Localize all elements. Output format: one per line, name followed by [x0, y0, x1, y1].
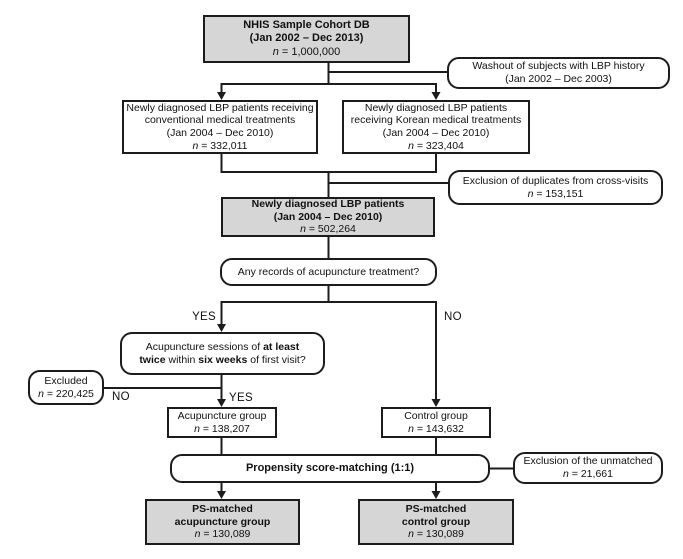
- n-value: = 220,425: [43, 387, 94, 400]
- n-symbol: n: [194, 422, 200, 435]
- acupuncture-group-count: n = 138,207: [194, 423, 250, 436]
- any-records-yes-label: YES: [192, 311, 216, 323]
- n-symbol: n: [194, 528, 201, 541]
- n-symbol: n: [527, 187, 534, 200]
- n-symbol: n: [408, 422, 414, 435]
- sessions-text: Acupuncture sessions of: [145, 340, 264, 353]
- cohort-db-period: (Jan 2002 – Dec 2013): [249, 32, 364, 45]
- sessions-no-label: NO: [112, 391, 130, 403]
- ps-matching-title: Propensity score-matching (1:1): [245, 461, 415, 474]
- any-records-box: Any records of acupuncture treatment?: [220, 258, 437, 286]
- n-value: = 323,404: [413, 139, 464, 152]
- acupuncture-group-title: Acupuncture group: [177, 409, 267, 422]
- duplicate-exclusion-box: Exclusion of duplicates from cross-visit…: [448, 170, 663, 205]
- korean-text-1: Newly diagnosed LBP patients: [364, 101, 508, 114]
- ps-control-title-1: PS-matched: [405, 503, 467, 516]
- arrowhead-into-ps-control: [431, 491, 441, 499]
- n-symbol: n: [408, 139, 414, 152]
- excluded-box: Excluded n = 220,425: [28, 370, 104, 405]
- korean-count: n = 323,404: [408, 140, 464, 153]
- duplicate-exclusion-text: Exclusion of duplicates from cross-visit…: [462, 174, 649, 187]
- n-value: = 138,207: [199, 422, 250, 435]
- n-value: = 130,089: [413, 528, 464, 541]
- ps-matching-box: Propensity score-matching (1:1): [170, 454, 490, 483]
- ps-control-box: PS-matched control group n = 130,089: [358, 499, 514, 545]
- washout-box: Washout of subjects with LBP history (Ja…: [447, 57, 670, 89]
- ps-acupuncture-title-1: PS-matched: [192, 503, 253, 516]
- newly-diagnosed-count: n = 502,264: [300, 223, 356, 236]
- conventional-text-1: Newly diagnosed LBP patients receiving: [126, 101, 314, 114]
- washout-period: (Jan 2002 – Dec 2003): [505, 73, 612, 85]
- control-group-count: n = 143,632: [408, 423, 464, 436]
- duplicate-exclusion-count: n = 153,151: [528, 188, 584, 201]
- korean-box: Newly diagnosed LBP patients receiving K…: [342, 100, 530, 154]
- arrowhead-into-conventional: [217, 92, 226, 100]
- korean-text-2: receiving Korean medical treatments: [350, 114, 522, 127]
- excluded-title: Excluded: [44, 374, 88, 387]
- control-group-box: Control group n = 143,632: [381, 407, 491, 438]
- connector-treatment-merge: [220, 154, 437, 173]
- n-value: = 143,632: [413, 422, 464, 435]
- any-records-no-label: NO: [444, 311, 462, 323]
- sessions-text-bold: at least: [263, 340, 300, 353]
- arrowhead-into-control-group: [431, 399, 441, 407]
- cohort-db-count: n = 1,000,000: [273, 46, 341, 59]
- connector-any-records-branch: [220, 301, 437, 400]
- n-value: = 502,264: [305, 223, 356, 236]
- n-symbol: n: [38, 387, 44, 400]
- ps-control-title-2: control group: [401, 515, 471, 528]
- cohort-db-title: NHIS Sample Cohort DB: [243, 19, 370, 32]
- unmatched-exclusion-box: Exclusion of the unmatched n = 21,661: [513, 452, 663, 484]
- unmatched-exclusion-text: Exclusion of the unmatched: [523, 455, 653, 468]
- sessions-text-bold: six weeks: [198, 353, 248, 366]
- ps-acupuncture-title-2: acupuncture group: [174, 515, 271, 528]
- ps-acupuncture-box: PS-matched acupuncture group n = 130,089: [145, 499, 300, 545]
- n-symbol: n: [300, 223, 306, 236]
- unmatched-exclusion-count: n = 21,661: [563, 468, 613, 481]
- conventional-box: Newly diagnosed LBP patients receiving c…: [122, 100, 318, 154]
- any-records-question: Any records of acupuncture treatment?: [237, 265, 420, 278]
- control-group-title: Control group: [404, 409, 468, 422]
- ps-control-count: n = 130,089: [408, 528, 464, 541]
- arrowhead-into-sessions: [217, 324, 226, 332]
- n-value: = 1,000,000: [278, 45, 341, 58]
- connector-cohort-split: [220, 83, 437, 93]
- n-symbol: n: [563, 468, 569, 480]
- conventional-text-2: conventional medical treatments: [144, 114, 296, 127]
- arrowhead-into-ps-acupuncture: [217, 491, 226, 499]
- n-symbol: n: [408, 528, 414, 541]
- arrowhead-into-acupuncture-group: [217, 399, 226, 407]
- n-value: = 21,661: [568, 468, 613, 480]
- sessions-text: within: [165, 353, 199, 366]
- sessions-yes-label: YES: [229, 392, 253, 404]
- n-value: = 130,089: [200, 528, 251, 541]
- n-value: = 153,151: [533, 187, 584, 200]
- ps-acupuncture-count: n = 130,089: [195, 528, 251, 541]
- sessions-box: Acupuncture sessions of at least twice w…: [120, 332, 325, 375]
- n-symbol: n: [192, 139, 199, 152]
- newly-diagnosed-box: Newly diagnosed LBP patients (Jan 2004 –…: [221, 197, 435, 237]
- conventional-period: (Jan 2004 – Dec 2010): [166, 127, 274, 139]
- arrowhead-into-korean: [431, 92, 441, 100]
- acupuncture-group-box: Acupuncture group n = 138,207: [167, 407, 277, 438]
- washout-text: Washout of subjects with LBP history: [472, 60, 645, 73]
- newly-diagnosed-title: Newly diagnosed LBP patients: [251, 198, 405, 211]
- cohort-db-box: NHIS Sample Cohort DB (Jan 2002 – Dec 20…: [203, 15, 410, 63]
- excluded-count: n = 220,425: [38, 388, 94, 401]
- sessions-question-line-1: Acupuncture sessions of at least: [146, 341, 300, 354]
- n-symbol: n: [272, 45, 279, 58]
- sessions-text-bold: twice: [139, 353, 166, 366]
- sessions-text: of first visit?: [247, 353, 306, 366]
- n-value: = 332,011: [198, 139, 248, 152]
- korean-period: (Jan 2004 – Dec 2010): [382, 127, 490, 139]
- conventional-count: n = 332,011: [193, 140, 248, 153]
- newly-diagnosed-period: (Jan 2004 – Dec 2010): [273, 210, 383, 223]
- sessions-question-line-2: twice within six weeks of first visit?: [139, 354, 305, 367]
